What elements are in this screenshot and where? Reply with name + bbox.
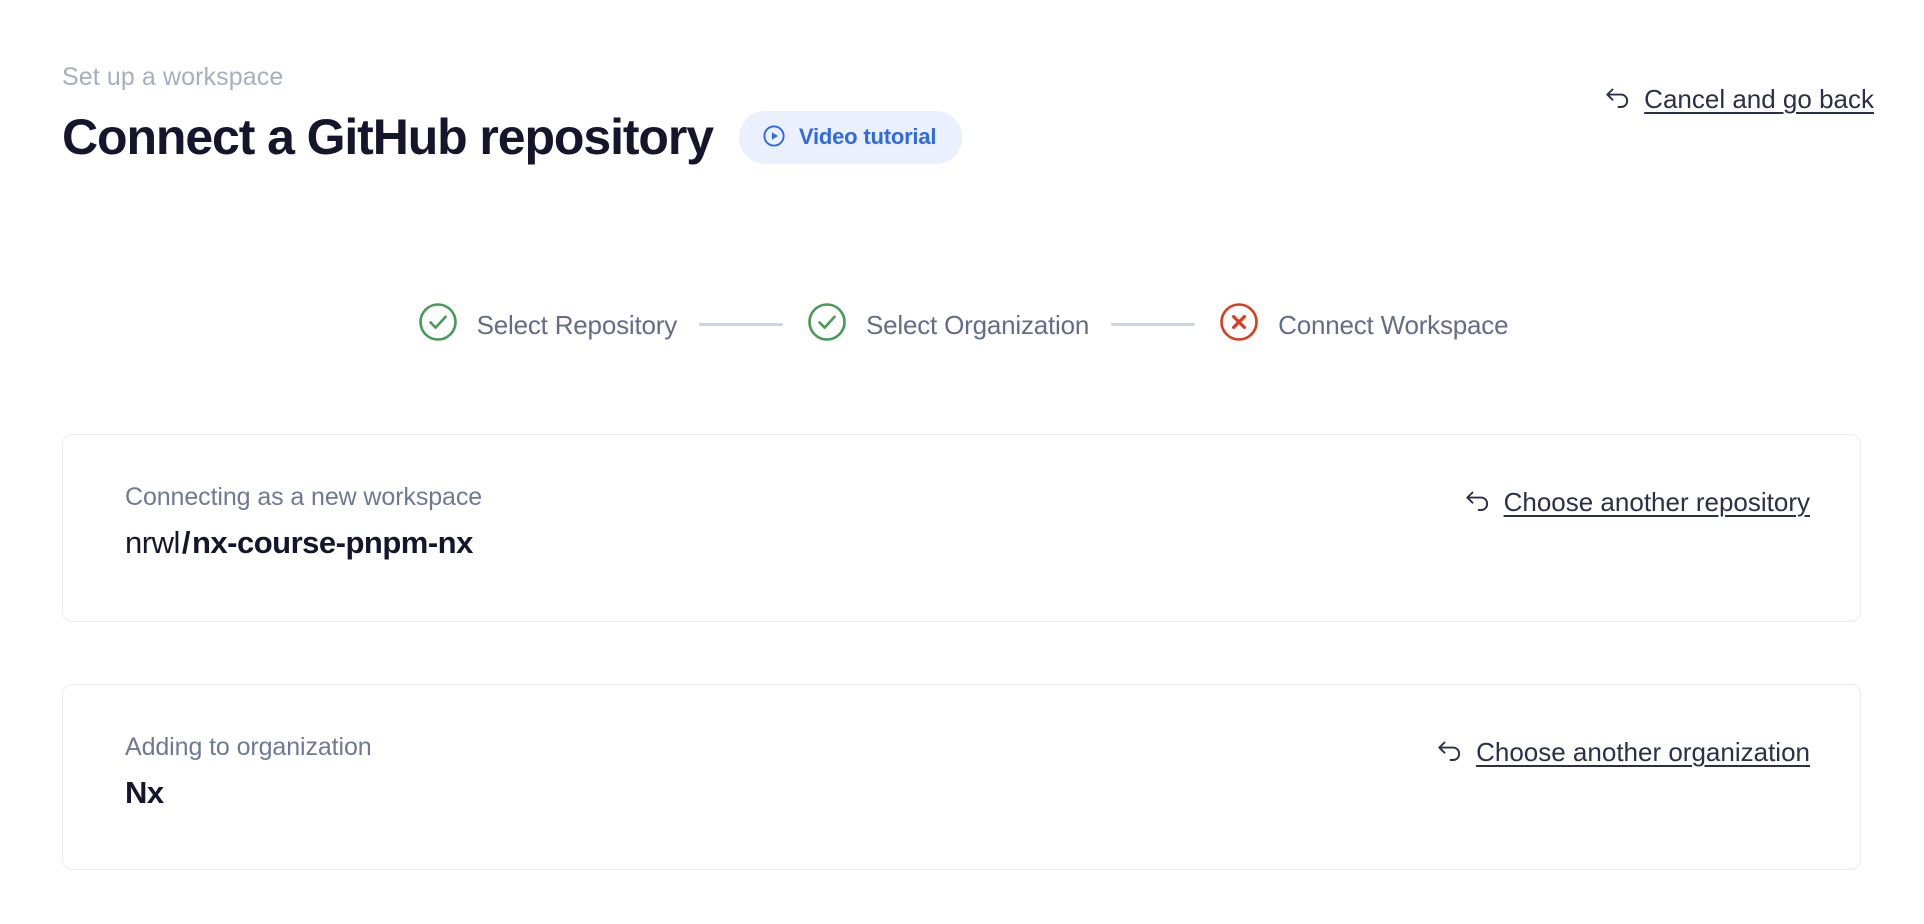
title-row: Connect a GitHub repository Video tutori… [62,108,1874,166]
stepper-label-connect-workspace: Connect Workspace [1278,309,1509,340]
check-circle-icon [416,300,460,349]
organization-card: Adding to organization Nx Choose another… [62,684,1861,870]
stepper-step-select-organization[interactable]: Select Organization [805,300,1089,349]
stepper-step-select-repository[interactable]: Select Repository [416,300,677,349]
video-tutorial-button[interactable]: Video tutorial [738,110,963,164]
repository-card: Connecting as a new workspace nrwl/nx-co… [62,434,1861,622]
choose-another-repository-link[interactable]: Choose another repository [1463,485,1810,518]
undo-arrow-icon [1463,485,1493,518]
repository-card-text: Connecting as a new workspace nrwl/nx-co… [125,482,482,562]
cancel-and-go-back-link[interactable]: Cancel and go back [1603,82,1874,115]
stepper-label-select-repository: Select Repository [476,309,678,340]
setup-stepper: Select Repository Select Organization Co… [0,300,1924,349]
undo-arrow-icon [1435,735,1465,768]
stepper-step-connect-workspace[interactable]: Connect Workspace [1217,300,1509,349]
stepper-connector-2 [1111,323,1196,326]
cancel-and-go-back-label: Cancel and go back [1644,83,1874,114]
organization-card-value: Nx [125,775,164,810]
repository-separator: / [181,525,191,560]
x-circle-icon [1217,300,1261,349]
video-tutorial-label: Video tutorial [798,124,937,149]
check-circle-icon [805,300,849,349]
organization-card-inner: Adding to organization Nx Choose another… [125,732,1810,812]
repository-card-caption: Connecting as a new workspace [125,483,483,511]
stepper-label-select-organization: Select Organization [866,309,1090,340]
stepper-connector-1 [699,323,784,326]
repository-card-inner: Connecting as a new workspace nrwl/nx-co… [125,482,1810,562]
undo-arrow-icon [1603,82,1633,115]
choose-another-organization-link[interactable]: Choose another organization [1435,735,1810,768]
organization-card-caption: Adding to organization [125,733,372,761]
organization-card-text: Adding to organization Nx [125,732,372,812]
repository-name: nx-course-pnpm-nx [191,525,473,560]
repository-owner: nrwl [125,525,180,560]
breadcrumb-eyebrow: Set up a workspace [62,63,284,91]
choose-another-organization-label: Choose another organization [1476,736,1810,767]
play-circle-icon [761,123,787,152]
page-title: Connect a GitHub repository [62,109,714,165]
repository-card-value: nrwl/nx-course-pnpm-nx [125,524,482,562]
page-header: Set up a workspace Connect a GitHub repo… [62,62,1874,166]
choose-another-repository-label: Choose another repository [1503,486,1810,517]
